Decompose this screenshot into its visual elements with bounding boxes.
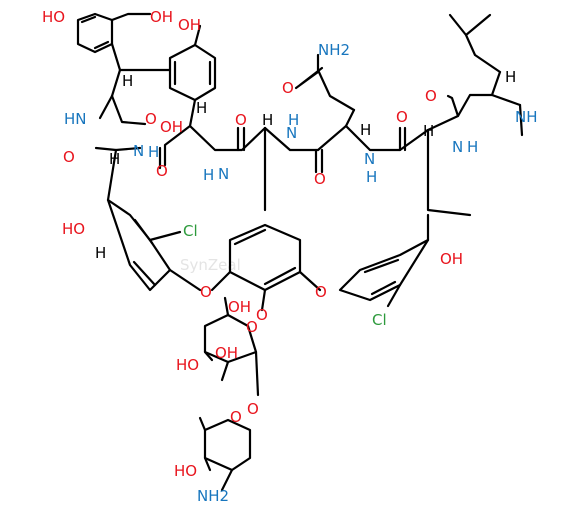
stereo-h: H [196, 99, 207, 117]
n-h-2: N [218, 165, 229, 183]
n-h-3: N [286, 124, 297, 142]
stereo-h: H [505, 68, 516, 86]
nh2-sugar2: NH2 [197, 487, 229, 505]
o-amide: O [282, 79, 294, 97]
cl-right: Cl [372, 311, 387, 329]
o-c6: O [396, 108, 408, 126]
n-h-2-h: H [203, 166, 214, 184]
n-h-4: N [364, 150, 375, 168]
o-sugar1-oh1: OH [215, 344, 238, 362]
oh-top-left: HO [42, 8, 65, 26]
n-h-5-h: H [467, 138, 478, 156]
stereo-h: H [262, 111, 273, 129]
atom-labels: HO OH OH NH2 O O NH HN O OH O N H O N H … [42, 8, 538, 505]
n-h-1: N [133, 142, 144, 160]
stereo-h: H [109, 150, 120, 168]
hn-left: HN [64, 110, 87, 128]
o-left: O [63, 148, 75, 166]
stereo-h: H [122, 72, 133, 90]
stereo-h: H [423, 122, 434, 140]
ho-sugar2: HO [174, 462, 197, 480]
o-ether-right: O [315, 283, 327, 301]
o-c3: O [156, 162, 168, 180]
o-sugar-link: O [247, 400, 259, 418]
o-c4: O [235, 111, 247, 129]
n-h-4-h: H [366, 168, 377, 186]
o-glyco: O [256, 306, 268, 324]
watermark: SynZeal [180, 256, 241, 274]
oh-acid: OH [160, 118, 183, 136]
ho-left: HO [62, 220, 85, 238]
bonds [76, 12, 524, 492]
nh2-amide: NH2 [318, 41, 350, 59]
stereo-h: H [360, 121, 371, 139]
o-sugar1-oh2: HO [176, 356, 199, 374]
cl-left: Cl [183, 222, 198, 240]
o-acid: O [145, 110, 157, 128]
o-ether-left: O [200, 283, 212, 301]
n-h-1-h: H [148, 143, 159, 161]
stereo-h: H [95, 244, 106, 262]
o-leucyl: O [425, 87, 437, 105]
stereo-hydrogens: H H H H H H H H [95, 68, 516, 262]
o-sugar2-ring: O [230, 408, 242, 426]
n-h-5: N [452, 138, 463, 156]
o-c5: O [314, 170, 326, 188]
n-h-3-h: H [288, 111, 299, 129]
nh-methyl: NH [515, 108, 538, 126]
oh-top-mid: OH [150, 8, 173, 26]
oh-right: OH [440, 250, 463, 268]
oh-top-right: OH [178, 16, 201, 34]
o-sugar1-ring: O [246, 318, 258, 336]
o-sugar1-ch2oh: OH [228, 298, 251, 316]
